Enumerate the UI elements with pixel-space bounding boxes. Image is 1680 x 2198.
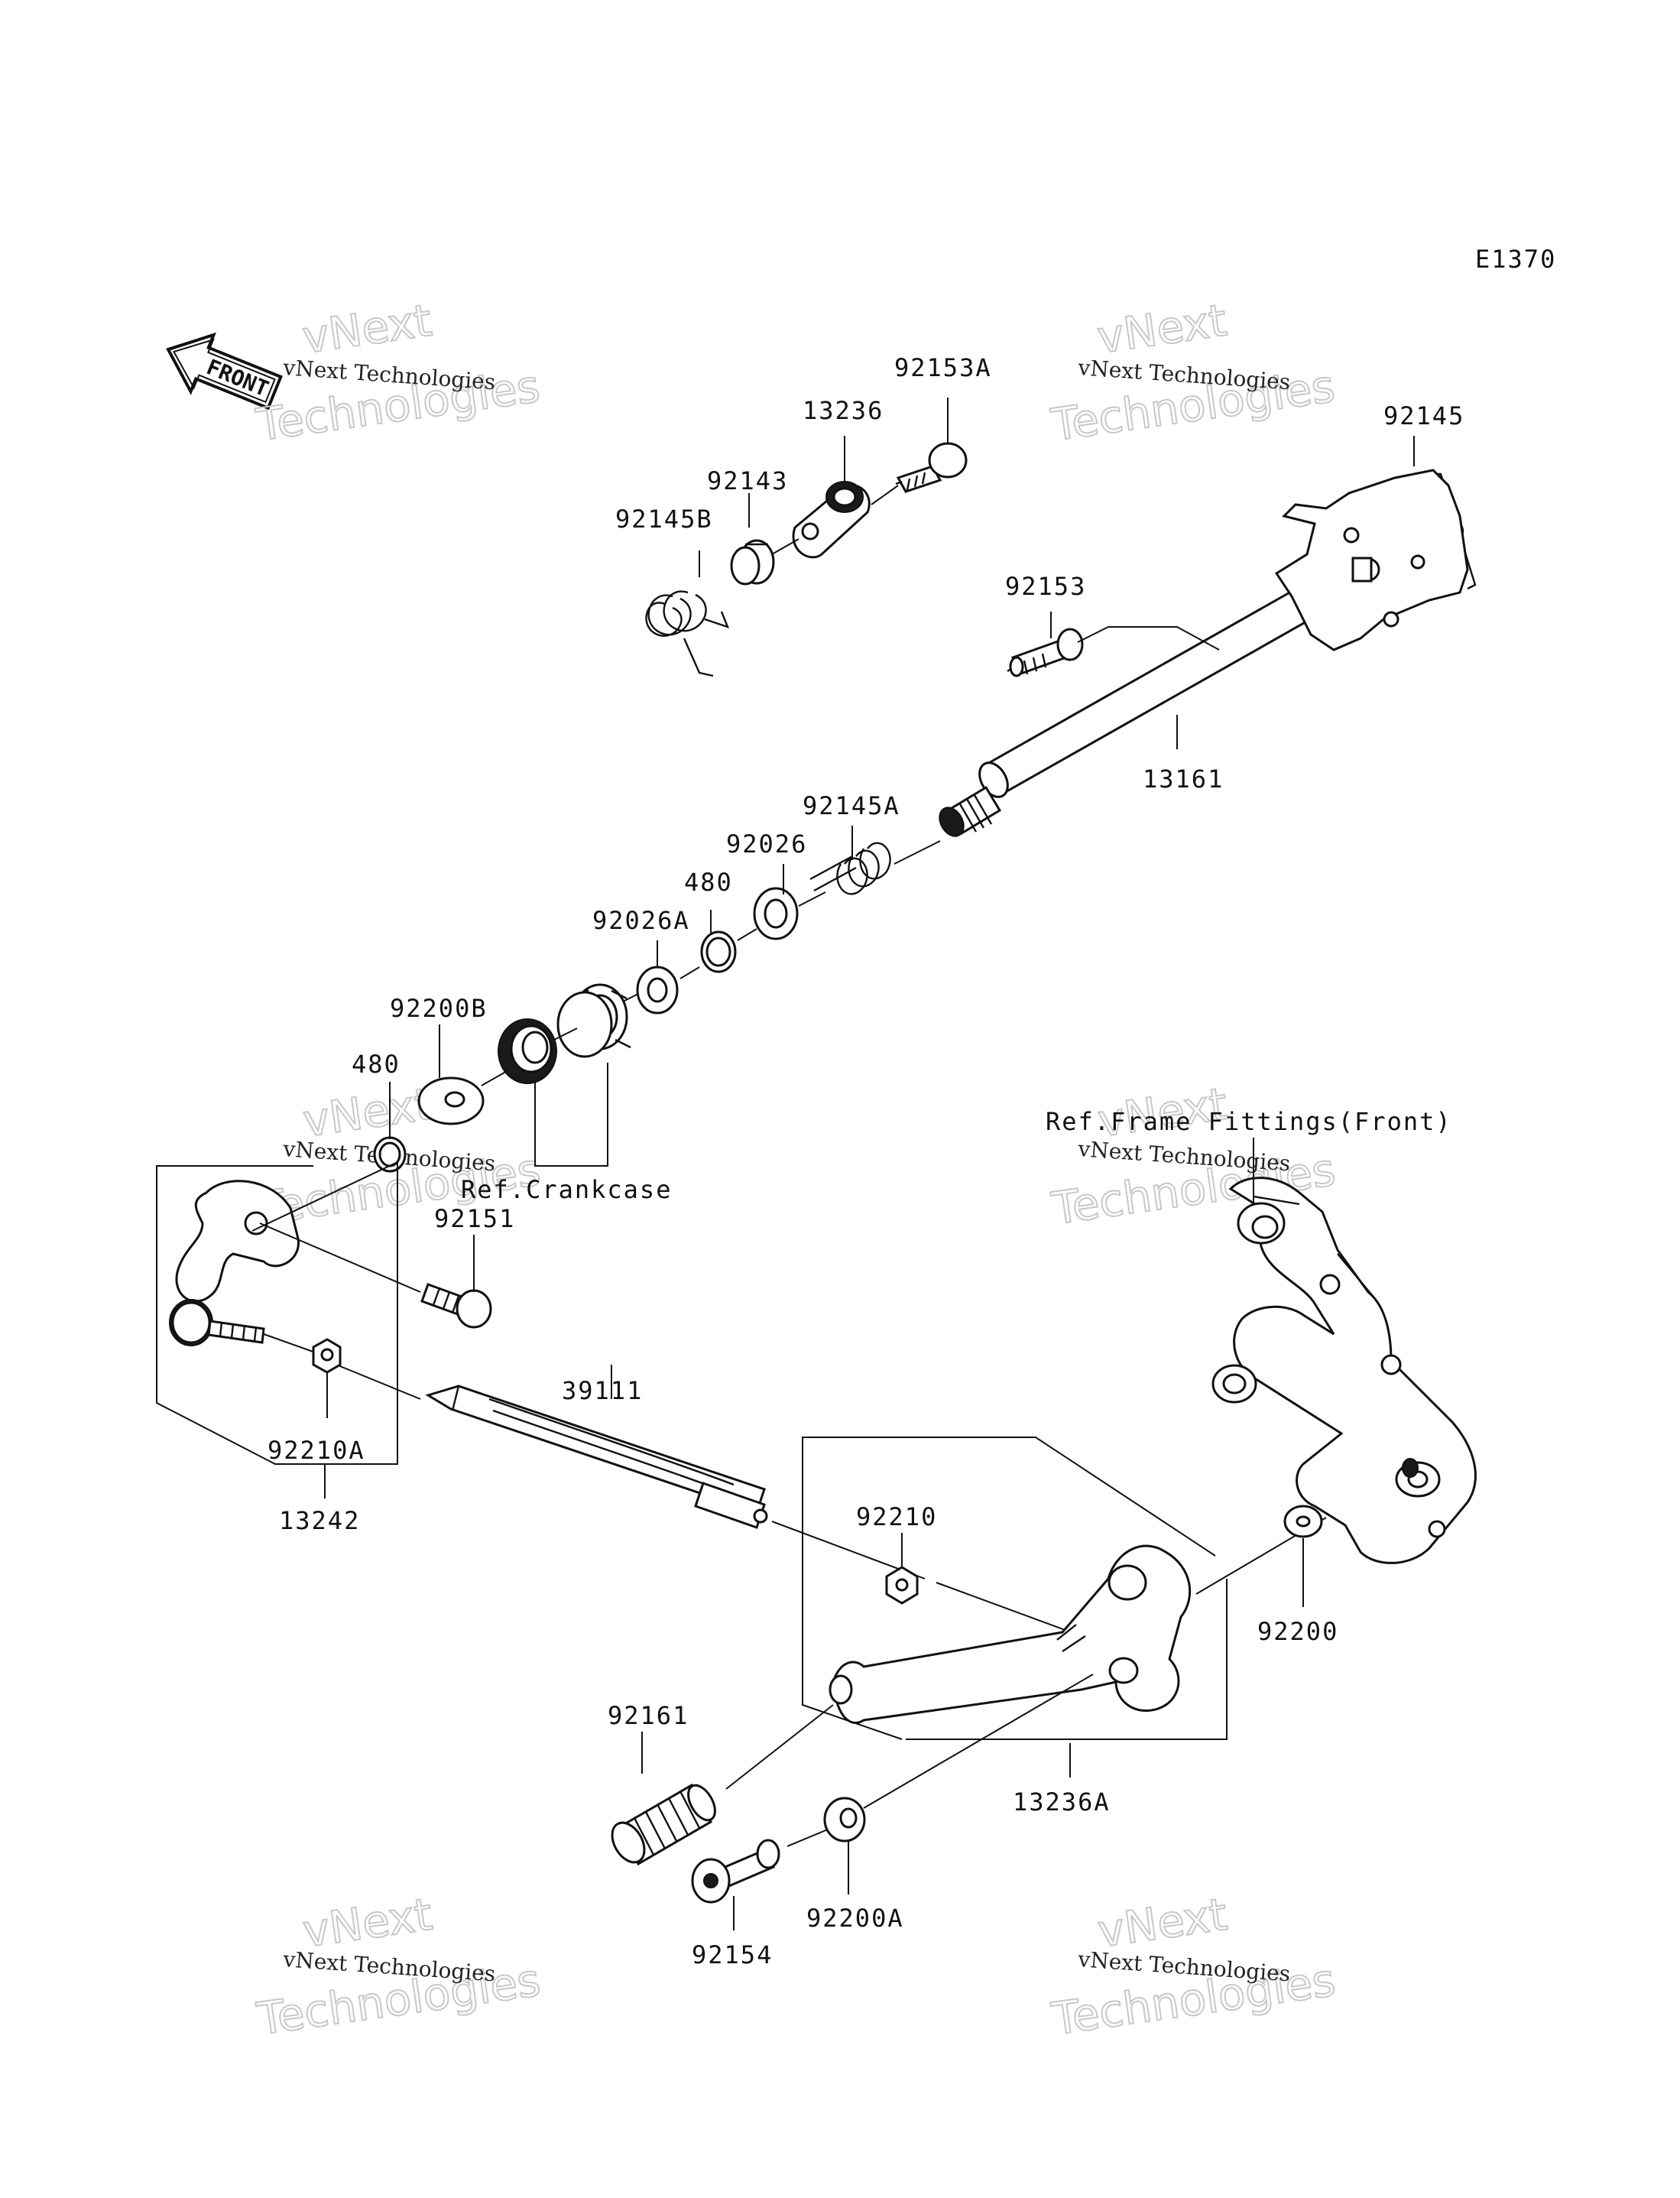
washer-92026 xyxy=(753,887,799,940)
label-92210A: 92210A xyxy=(268,1436,365,1465)
leader-line xyxy=(894,840,941,865)
leader-line xyxy=(863,1674,1094,1809)
label-92145B: 92145B xyxy=(615,505,713,534)
leader-line xyxy=(725,1704,834,1790)
leader-line xyxy=(771,485,899,555)
stud-92153 xyxy=(1007,628,1084,677)
label-13236A: 13236A xyxy=(1013,1787,1111,1817)
leader-line xyxy=(771,1521,1082,1637)
label-ref-frame-fittings: Ref.Frame Fittings(Front) xyxy=(1046,1107,1452,1136)
label-13161: 13161 xyxy=(1143,765,1224,794)
label-92026: 92026 xyxy=(726,830,807,859)
label-92200A: 92200A xyxy=(806,1904,904,1933)
label-92145: 92145 xyxy=(1383,401,1464,430)
washer-92200B xyxy=(417,1076,485,1125)
label-92153: 92153 xyxy=(1005,572,1086,601)
oil-seal xyxy=(498,1018,557,1084)
svg-text:vNext: vNext xyxy=(1095,1888,1230,1958)
needle-bearing xyxy=(556,983,631,1058)
washer-92026A xyxy=(636,966,679,1015)
leader-line xyxy=(481,928,757,1086)
collar-92143 xyxy=(730,539,775,586)
frame-fitting-front xyxy=(1211,1177,1477,1564)
label-92200B: 92200B xyxy=(390,994,488,1023)
pivot-bracket xyxy=(169,1180,300,1346)
shift-pedal-lever xyxy=(829,1544,1192,1724)
svg-text:vNext: vNext xyxy=(300,1888,435,1958)
label-92153A: 92153A xyxy=(894,353,992,382)
label-92210: 92210 xyxy=(856,1502,937,1531)
leader-line xyxy=(1077,626,1220,651)
washer-92200 xyxy=(1283,1505,1323,1538)
label-480-upper: 480 xyxy=(684,868,733,897)
label-ref-crankcase: Ref.Crankcase xyxy=(461,1175,672,1204)
washer-92200A xyxy=(823,1797,866,1842)
tie-rod-39111 xyxy=(425,1385,768,1529)
label-92151: 92151 xyxy=(434,1204,515,1233)
bolt-92151 xyxy=(420,1283,492,1329)
leader-line xyxy=(263,1333,421,1400)
label-92143: 92143 xyxy=(707,466,788,495)
label-92161: 92161 xyxy=(608,1701,689,1730)
label-13242: 13242 xyxy=(279,1506,360,1535)
label-92200: 92200 xyxy=(1257,1617,1338,1646)
label-92026A: 92026A xyxy=(592,906,690,935)
leader-line xyxy=(251,1161,398,1232)
svg-text:vNext: vNext xyxy=(300,294,435,364)
label-480-lower: 480 xyxy=(352,1050,401,1079)
bolt-92154 xyxy=(691,1839,780,1904)
bracket-13236A-outline xyxy=(802,1437,1228,1740)
circlip-480-upper xyxy=(700,930,737,973)
svg-text:vNext: vNext xyxy=(1095,294,1230,364)
diagram-code: E1370 xyxy=(1475,245,1556,274)
leader-line xyxy=(259,1222,421,1293)
svg-text:vNext: vNext xyxy=(300,1078,435,1148)
bracket-13242-outline xyxy=(156,1162,398,1465)
label-39111: 39111 xyxy=(562,1376,643,1405)
spring-92145B xyxy=(645,590,730,677)
leader-line xyxy=(733,1826,834,1930)
nut-92210A xyxy=(312,1338,342,1374)
ref-bracket xyxy=(534,1063,608,1167)
label-92154: 92154 xyxy=(692,1940,773,1969)
spring-92145A xyxy=(809,842,891,895)
leader-line xyxy=(798,891,826,907)
bolt-92153A xyxy=(895,442,968,493)
label-92145A: 92145A xyxy=(803,791,900,820)
label-13236: 13236 xyxy=(803,396,884,425)
nut-92210 xyxy=(885,1566,919,1605)
lever-13236 xyxy=(792,481,871,559)
shift-shaft-13161 xyxy=(939,469,1469,837)
rubber-92161 xyxy=(611,1783,716,1866)
